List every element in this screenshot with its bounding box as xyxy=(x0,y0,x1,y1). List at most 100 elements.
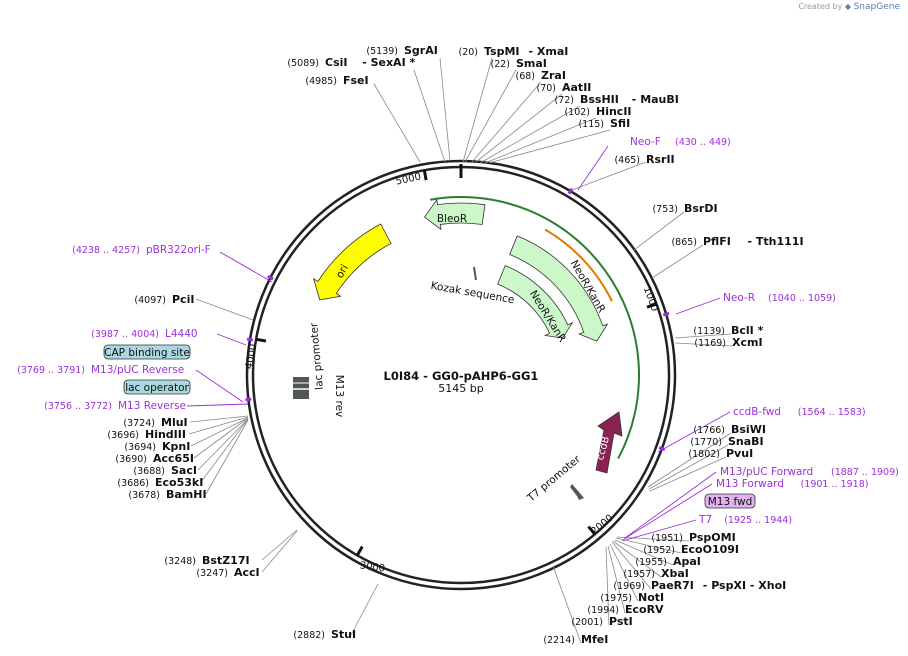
site-acc65i-name: Acc65I xyxy=(153,452,194,465)
primer-leader-m13-puc-reverse xyxy=(195,369,244,403)
site-csii[interactable]: (5089)CsiI- SexAI * xyxy=(287,56,415,69)
primer-neo-f-name: Neo-F xyxy=(630,136,661,148)
primer-t7-range: (1925 .. 1944) xyxy=(724,515,792,526)
site-paer7i[interactable]: (1969)PaeR7I- PspXI - XhoI xyxy=(613,579,786,592)
site-noti-name: NotI xyxy=(638,591,664,604)
site-smai[interactable]: (22)SmaI xyxy=(490,57,546,70)
site-tspmi[interactable]: (20)TspMI- XmaI xyxy=(458,45,568,58)
lac-operator-label[interactable]: lac operator xyxy=(123,379,191,395)
site-kpni[interactable]: (3694)KpnI xyxy=(124,440,190,453)
site-aatii[interactable]: (70)AatII xyxy=(536,81,591,94)
primer-l4440[interactable]: L4440(3987 .. 4004) xyxy=(91,328,197,340)
site-pspomi[interactable]: (1951)PspOMI xyxy=(651,531,735,544)
m13-fwd-label[interactable]: M13 fwd xyxy=(704,493,756,509)
site-psti[interactable]: (2001)PstI xyxy=(571,615,632,628)
site-ecorv-name: EcoRV xyxy=(625,603,664,616)
primer-neo-r-range: (1040 .. 1059) xyxy=(768,293,836,304)
site-ecoo109i-position: (1952) xyxy=(643,545,675,556)
ori-arrow[interactable] xyxy=(312,223,392,301)
site-pvui-name: PvuI xyxy=(726,447,753,460)
site-pvui[interactable]: (1802) PvuI xyxy=(688,447,753,460)
site-sgrai-name: SgrAI xyxy=(404,44,438,57)
site-hincii[interactable]: (102)HincII xyxy=(564,105,631,118)
site-apai[interactable]: (1955)ApaI xyxy=(635,555,701,568)
site-acc65i[interactable]: (3690)Acc65I xyxy=(115,452,194,465)
site-pflfi[interactable]: (865)PflFI- Tth111I xyxy=(671,235,803,248)
site-snabi[interactable]: (1770)SnaBI xyxy=(690,435,763,448)
site-pcii[interactable]: (4097) PciI xyxy=(134,293,194,306)
site-snabi-name: SnaBI xyxy=(728,435,764,448)
primer-m13-reverse[interactable]: M13 Reverse(3756 .. 3772) xyxy=(44,400,186,412)
scale-tick-4000 xyxy=(255,337,267,343)
leader-line-pvui xyxy=(649,456,727,492)
site-mlui[interactable]: (3724)MluI xyxy=(123,416,187,429)
site-sfii[interactable]: (115)SfiI xyxy=(578,117,630,130)
site-eco53ki-name: Eco53kI xyxy=(155,476,203,489)
site-saci[interactable]: (3688)SacI xyxy=(133,464,197,477)
site-xbai[interactable]: (1957)XbaI xyxy=(623,567,688,580)
leader-line-bstz17i xyxy=(261,529,298,561)
site-xcmi[interactable]: (1169)XcmI xyxy=(694,336,762,349)
primer-mark xyxy=(245,397,252,402)
primer-neo-r[interactable]: Neo-R (1040 .. 1059) xyxy=(723,292,836,304)
site-acci[interactable]: (3247)AccI xyxy=(196,566,259,579)
site-rsrii[interactable]: (465)RsrII xyxy=(614,153,674,166)
site-mlui-name: MluI xyxy=(161,416,188,429)
site-noti[interactable]: (1975)NotI xyxy=(600,591,664,604)
leader-line-tspmi xyxy=(462,57,493,163)
leader-line-xbai xyxy=(612,540,662,578)
primer-m13-reverse-name: M13 Reverse xyxy=(118,400,186,412)
primer-m13-forward[interactable]: M13 Forward(1901 .. 1918) xyxy=(716,478,868,490)
neor-kanr-outer-arrow[interactable] xyxy=(509,235,609,342)
ccdb-arrow[interactable] xyxy=(595,411,623,474)
site-fsei[interactable]: (4985)FseI xyxy=(305,74,368,87)
primer-mark xyxy=(567,187,574,195)
site-bsiwi-position: (1766) xyxy=(693,425,725,436)
bleor-arrow[interactable] xyxy=(424,198,486,231)
site-bcli[interactable]: (1139)BclI * xyxy=(693,324,763,337)
primer-ccdb-fwd[interactable]: ccdB-fwd(1564 .. 1583) xyxy=(733,406,866,418)
svg-text:CAP binding site: CAP binding site xyxy=(104,347,190,359)
primer-leader-t7 xyxy=(621,519,697,542)
primer-m13-puc-forward[interactable]: M13/pUC Forward(1887 .. 1909) xyxy=(720,466,899,478)
site-sgrai[interactable]: (5139) SgrAI xyxy=(366,44,437,57)
plasmid-name: L0I84 - GG0-pAHP6-GG1 xyxy=(384,369,539,383)
site-bsshii[interactable]: (72)BssHII- MauBI xyxy=(554,93,678,106)
site-bsiwi[interactable]: (1766)BsiWI xyxy=(693,423,766,436)
leader-line-pspomi xyxy=(616,536,690,542)
site-zrai[interactable]: (68)ZraI xyxy=(515,69,565,82)
site-bstz17i[interactable]: (3248)BstZ17I xyxy=(164,554,249,567)
neor-kanr-inner-arrow[interactable] xyxy=(497,265,574,339)
site-pcii-position: (4097) xyxy=(134,295,166,306)
primer-m13-puc-reverse[interactable]: M13/pUC Reverse(3769 .. 3791) xyxy=(17,364,184,376)
site-ecorv[interactable]: (1994)EcoRV xyxy=(587,603,664,616)
primer-neo-r-name: Neo-R xyxy=(723,292,755,304)
site-eco53ki[interactable]: (3686)Eco53kI xyxy=(117,476,203,489)
site-bamhi[interactable]: (3678)BamHI xyxy=(128,488,206,501)
site-sgrai-position: (5139) xyxy=(366,46,398,57)
site-hindiii-position: (3696) xyxy=(107,430,139,441)
site-mfei[interactable]: (2214)MfeI xyxy=(543,633,608,646)
orange-line xyxy=(544,228,613,302)
primer-neo-f[interactable]: Neo-F(430 .. 449) xyxy=(630,136,731,148)
primer-leader-m13-puc-forward xyxy=(624,471,717,539)
ori-label: ori xyxy=(334,263,351,281)
site-hindiii[interactable]: (3696) HindIII xyxy=(107,428,186,441)
scale-tick-label: 5000 xyxy=(395,172,422,188)
site-bsrdi[interactable]: (753)BsrDI xyxy=(652,202,717,215)
site-pvui-position: (1802) xyxy=(688,449,720,460)
site-hindiii-name: HindIII xyxy=(145,428,186,441)
site-csii-name: CsiI xyxy=(325,56,347,69)
credit-prefix: Created by xyxy=(798,2,843,11)
primer-leader-neo-f xyxy=(577,145,609,191)
cap-binding-site-label[interactable]: CAP binding site xyxy=(103,344,191,360)
leader-line-aatii xyxy=(475,93,563,163)
primer-pbr322ori-f[interactable]: pBR322ori-F(4238 .. 4257) xyxy=(72,244,211,256)
site-ecoo109i[interactable]: (1952)EcoO109I xyxy=(643,543,739,556)
site-pcii-name: PciI xyxy=(172,293,194,306)
site-stui[interactable]: (2882)StuI xyxy=(293,628,356,641)
site-stui-position: (2882) xyxy=(293,630,325,641)
site-tspmi-position: (20) xyxy=(458,47,478,58)
primer-t7[interactable]: T7(1925 .. 1944) xyxy=(698,514,792,526)
